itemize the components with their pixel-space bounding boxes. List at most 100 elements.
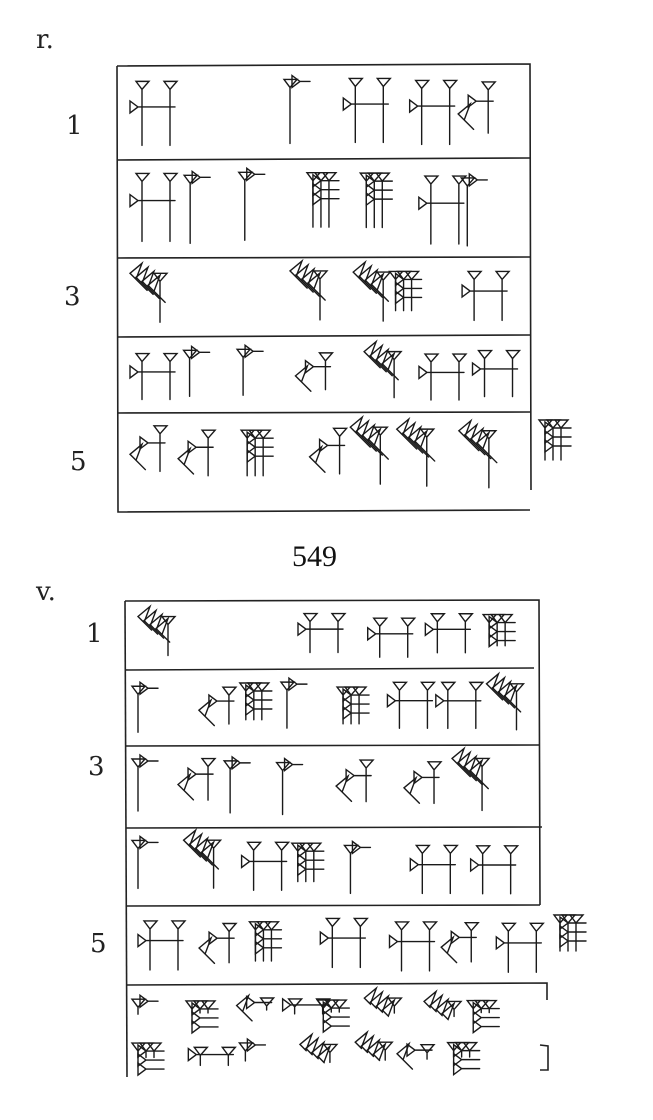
obverse-label: r.: [36, 25, 54, 55]
cuneiform-wedge: [544, 420, 572, 436]
cuneiform-wedge: [200, 839, 220, 870]
cuneiform-wedge: [297, 861, 325, 877]
cuneiform-wedge: [137, 1052, 165, 1068]
cuneiform-wedge: [137, 1043, 165, 1059]
cuneiform-wedge: [468, 681, 485, 730]
cuneiform-wedge: [321, 172, 338, 228]
cuneiform-wedge: [308, 444, 326, 473]
cuneiform-wedge: [297, 843, 325, 859]
cuneiform-wedge: [351, 839, 372, 855]
cuneiform-wedge: [469, 426, 492, 460]
cuneiform-wedge: [462, 1041, 479, 1058]
cuneiform-wedge: [335, 773, 353, 803]
cuneiform-wedge: [274, 841, 291, 891]
cuneiform-wedge: [246, 841, 263, 891]
cuneiform-wedge: [297, 852, 325, 868]
cuneiform-wedge: [221, 922, 238, 964]
cuneiform-wedge: [369, 989, 384, 1010]
cuneiform-wedge: [414, 79, 431, 146]
cuneiform-wedge: [319, 930, 367, 946]
cuneiform-wedge: [146, 273, 166, 304]
cuneiform-wedge: [288, 676, 308, 692]
cuneiform-wedge: [366, 172, 383, 229]
cuneiform-wedge: [480, 81, 497, 134]
cuneiform-wedge: [294, 262, 314, 293]
cuneiform-wedge: [342, 705, 370, 721]
cuneiform-wedge: [347, 77, 364, 144]
reverse-ruling: [124, 599, 549, 1078]
cuneiform-wedge: [148, 612, 165, 639]
cuneiform-wedge: [237, 1042, 254, 1062]
reverse-label: v.: [35, 577, 56, 607]
cuneiform-wedge: [426, 761, 443, 805]
cuneiform-wedge: [200, 429, 217, 477]
cuneiform-wedge: [435, 997, 450, 1017]
cuneiform-wedge: [429, 993, 444, 1013]
cuneiform-wedge: [372, 617, 389, 658]
cuneiform-wedge: [495, 935, 543, 951]
obverse-side: r. 1 3 5: [36, 25, 572, 513]
cuneiform-wedge: [255, 429, 272, 477]
cuneiform-wedge: [366, 1037, 381, 1058]
cuneiform-wedge: [275, 761, 292, 816]
cuneiform-wedge: [322, 1018, 350, 1034]
cuneiform-wedge: [310, 1040, 326, 1060]
cuneiform-wedge: [404, 270, 421, 312]
cuneiform-wedge: [386, 350, 403, 399]
cuneiform-wedge: [429, 613, 446, 654]
cuneiform-wedge: [457, 613, 474, 654]
cuneiform-wedge: [160, 615, 177, 657]
cuneiform-wedge: [375, 993, 390, 1014]
cuneiform-wedge: [312, 182, 340, 198]
cuneiform-wedge: [372, 1041, 387, 1062]
cuneiform-wedge: [152, 272, 169, 323]
cuneiform-wedge: [472, 1001, 500, 1016]
cuneiform-wedge: [367, 426, 389, 460]
cuneiform-wedge: [176, 772, 195, 801]
cuneiform-wedge: [221, 686, 238, 725]
cuneiform-wedge: [130, 685, 147, 733]
cuneiform-wedge: [322, 1043, 339, 1064]
cuneiform-wedge: [544, 429, 572, 445]
cuneiform-wedge: [475, 845, 492, 895]
cuneiform-wedge: [318, 352, 335, 391]
cuneiform-wedge: [485, 671, 504, 701]
cuneiform-wedge: [200, 1000, 217, 1014]
cuneiform-wedge: [352, 917, 369, 969]
cuneiform-wedge: [246, 439, 274, 455]
cuneiform-wedge: [413, 770, 440, 785]
cuneiform-wedge: [235, 993, 253, 1022]
cuneiform-wedge: [400, 617, 417, 658]
cuneiform-wedge: [177, 446, 195, 475]
cuneiform-wedge: [559, 924, 587, 940]
cuneiform-wedge: [468, 172, 488, 188]
cuneiform-wedge: [396, 1041, 414, 1070]
cuneiform-wedge: [345, 768, 372, 784]
cuneiform-wedge: [422, 921, 439, 972]
cuneiform-wedge: [408, 98, 456, 114]
cuneiform-wedge: [128, 442, 147, 471]
cuneiform-wedge: [306, 270, 326, 301]
cuneiform-wedge: [451, 746, 471, 778]
cuneiform-wedge: [423, 989, 438, 1009]
cuneiform-wedge: [129, 99, 176, 115]
cuneiform-wedge: [469, 758, 489, 790]
cuneiform-wedge: [413, 428, 436, 462]
cuneiform-wedge: [396, 270, 413, 312]
cuneiform-wedge: [367, 626, 414, 642]
cuneiform-wedge: [139, 753, 159, 769]
cuneiform-wedge: [375, 77, 392, 144]
cuneiform-wedge: [191, 169, 211, 185]
cuneiform-wedge: [560, 914, 577, 952]
cuneiform-wedge: [129, 193, 176, 209]
cuneiform-wedge: [129, 364, 176, 380]
cuneiform-wedge: [306, 842, 323, 883]
cuneiform-wedge: [162, 352, 179, 401]
cuneiform-wedge: [424, 621, 472, 637]
cuneiform-wedge: [313, 172, 330, 228]
cuneiform-wedge: [452, 1043, 481, 1059]
cuneiform-wedge: [505, 349, 522, 398]
reverse-line-number-5: 5: [90, 929, 107, 959]
obverse-line-number-1: 1: [66, 111, 83, 141]
